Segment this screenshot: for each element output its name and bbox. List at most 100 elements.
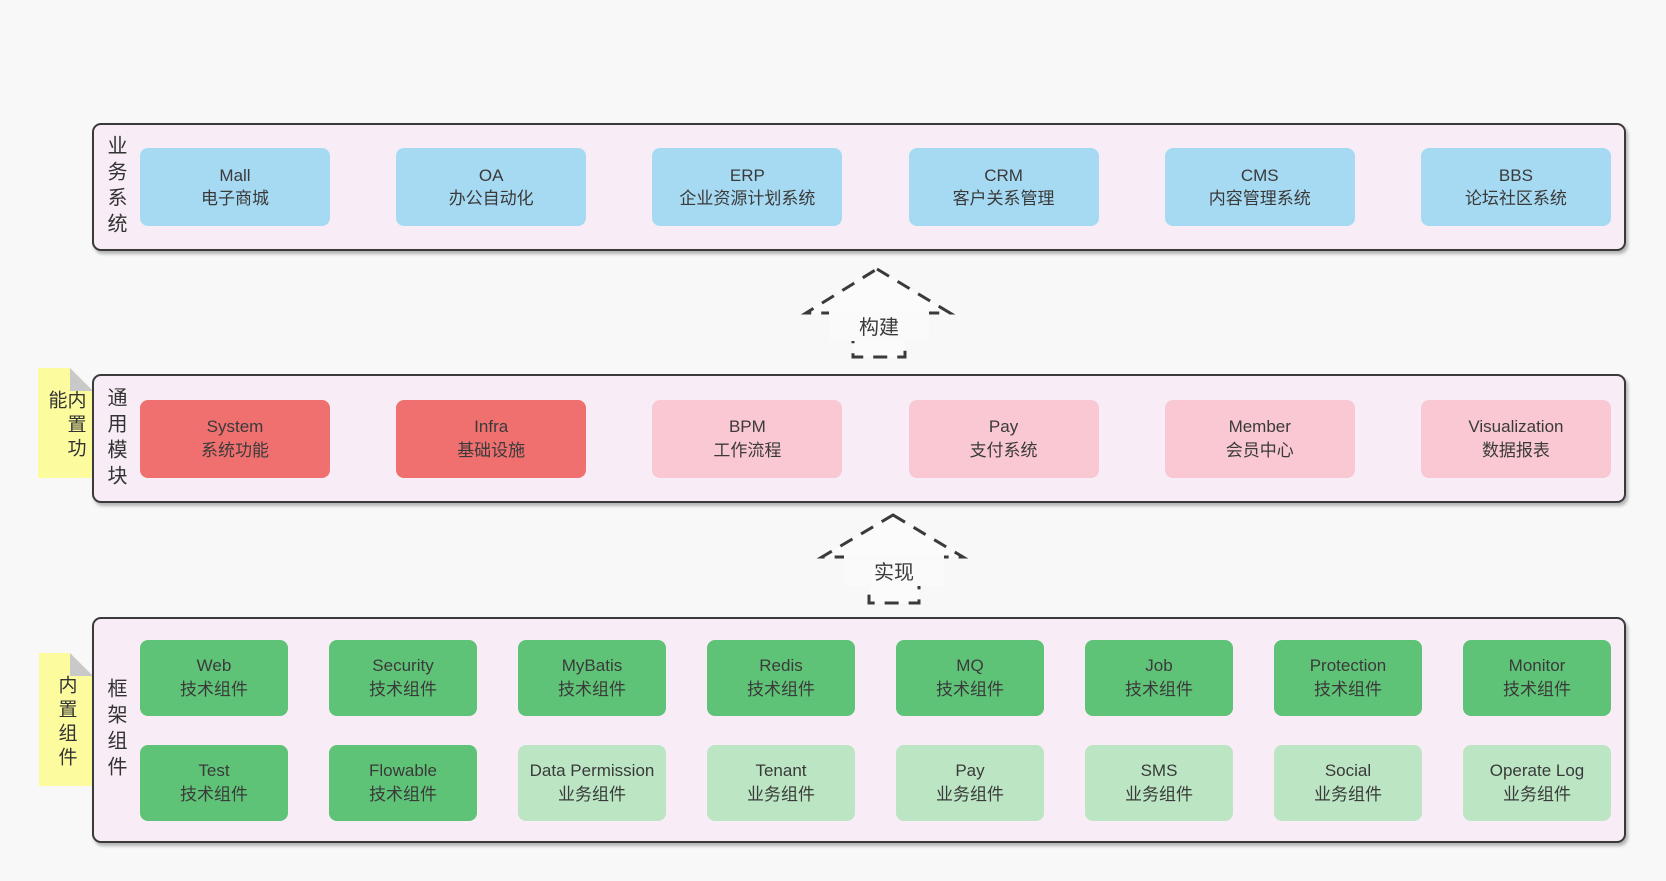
- box-sms-title: SMS: [1140, 761, 1178, 781]
- box-oa-title: OA: [478, 165, 504, 185]
- box-tenant: Tenant 业务组件: [707, 744, 855, 821]
- box-security-title: Security: [372, 656, 434, 676]
- box-member: Member 会员中心: [1164, 399, 1355, 478]
- implement-arrow: 实现: [815, 511, 971, 606]
- box-protection: Protection 技术组件: [1274, 639, 1422, 716]
- box-monitor-title: Monitor: [1508, 656, 1566, 676]
- box-protection-subtitle: 技术组件: [1314, 679, 1382, 699]
- box-social-subtitle: 业务组件: [1314, 784, 1382, 804]
- box-web-subtitle: 技术组件: [180, 679, 248, 699]
- box-mq-title: MQ: [956, 656, 984, 676]
- box-mq-subtitle: 技术组件: [936, 679, 1004, 699]
- box-mybatis-subtitle: 技术组件: [558, 679, 626, 699]
- box-pay-title: Pay: [988, 417, 1019, 437]
- box-security: Security 技术组件: [329, 639, 477, 716]
- box-operate-log: Operate Log 业务组件: [1463, 744, 1611, 821]
- box-cms: CMS 内容管理系统: [1164, 148, 1355, 226]
- build-arrow: 构建: [800, 266, 956, 361]
- box-oa-subtitle: 办公自动化: [448, 189, 534, 208]
- box-system-subtitle: 系统功能: [201, 440, 269, 460]
- box-pay-component-subtitle: 业务组件: [936, 784, 1004, 804]
- builtin-components-note-text: 内置组件: [55, 675, 77, 771]
- box-tenant-subtitle: 业务组件: [747, 784, 815, 804]
- box-redis-title: Redis: [759, 656, 803, 676]
- box-flowable-title: Flowable: [368, 761, 438, 781]
- box-erp-title: ERP: [729, 165, 765, 185]
- box-cms-title: CMS: [1240, 165, 1279, 185]
- box-pay-subtitle: 支付系统: [969, 440, 1038, 460]
- box-infra-title: Infra: [474, 417, 509, 437]
- framework-components-section: 框架组件 Web 技术组件 Security 技术组件 MyBatis 技术组件…: [92, 617, 1626, 843]
- box-test-subtitle: 技术组件: [180, 784, 248, 804]
- box-visualization-subtitle: 数据报表: [1481, 440, 1550, 460]
- note-fold-corner-icon: [70, 368, 93, 391]
- box-bbs-title: BBS: [1498, 165, 1533, 185]
- box-job-subtitle: 技术组件: [1125, 679, 1193, 699]
- box-member-title: Member: [1228, 417, 1291, 437]
- box-mall-subtitle: 电子商城: [201, 189, 269, 208]
- framework-components-label: 框架组件: [104, 678, 126, 782]
- box-protection-title: Protection: [1309, 656, 1387, 676]
- build-arrow-label: 构建: [829, 310, 929, 341]
- builtin-features-note: 内置功能: [38, 368, 93, 478]
- box-member-subtitle: 会员中心: [1225, 440, 1294, 460]
- box-security-subtitle: 技术组件: [369, 679, 437, 699]
- box-infra-subtitle: 基础设施: [457, 440, 526, 460]
- box-bpm: BPM 工作流程: [652, 399, 843, 478]
- box-flowable: Flowable 技术组件: [329, 744, 477, 821]
- common-modules-label: 通用模块: [104, 386, 126, 491]
- box-web: Web 技术组件: [140, 639, 288, 716]
- box-mq: MQ 技术组件: [896, 639, 1044, 716]
- box-redis: Redis 技术组件: [707, 639, 855, 716]
- box-test: Test 技术组件: [140, 744, 288, 821]
- box-erp-subtitle: 企业资源计划系统: [679, 189, 816, 208]
- framework-components-boxes: Web 技术组件 Security 技术组件 MyBatis 技术组件 Redi…: [140, 639, 1611, 821]
- box-monitor: Monitor 技术组件: [1463, 639, 1611, 716]
- common-modules-section: 通用模块 System 系统功能 Infra 基础设施 BPM 工作流程 Pay…: [92, 374, 1626, 503]
- box-social: Social 业务组件: [1274, 744, 1422, 821]
- common-modules-boxes: System 系统功能 Infra 基础设施 BPM 工作流程 Pay 支付系统…: [140, 399, 1611, 478]
- box-data-permission: Data Permission 业务组件: [518, 744, 666, 821]
- box-visualization-title: Visualization: [1468, 417, 1564, 437]
- business-systems-boxes: Mall 电子商城 OA 办公自动化 ERP 企业资源计划系统 CRM 客户关系…: [140, 148, 1611, 226]
- box-visualization: Visualization 数据报表: [1420, 399, 1611, 478]
- box-redis-subtitle: 技术组件: [747, 679, 815, 699]
- box-tenant-title: Tenant: [755, 761, 807, 781]
- box-crm: CRM 客户关系管理: [908, 148, 1099, 226]
- box-mall: Mall 电子商城: [140, 148, 330, 226]
- box-data-permission-subtitle: 业务组件: [558, 784, 626, 804]
- box-oa: OA 办公自动化: [396, 148, 587, 226]
- box-operate-log-title: Operate Log: [1489, 761, 1585, 781]
- box-mall-title: Mall: [219, 165, 251, 185]
- box-mybatis-title: MyBatis: [561, 656, 623, 676]
- framework-components-row-2: Test 技术组件 Flowable 技术组件 Data Permission …: [140, 744, 1611, 821]
- box-mybatis: MyBatis 技术组件: [518, 639, 666, 716]
- builtin-components-note: 内置组件: [39, 653, 93, 786]
- box-sms-subtitle: 业务组件: [1125, 784, 1193, 804]
- box-operate-log-subtitle: 业务组件: [1503, 784, 1571, 804]
- box-bpm-subtitle: 工作流程: [713, 440, 782, 460]
- business-systems-row: Mall 电子商城 OA 办公自动化 ERP 企业资源计划系统 CRM 客户关系…: [140, 148, 1611, 226]
- box-sms: SMS 业务组件: [1085, 744, 1233, 821]
- box-crm-title: CRM: [984, 165, 1023, 185]
- box-flowable-subtitle: 技术组件: [369, 784, 437, 804]
- box-pay-component-title: Pay: [955, 761, 985, 781]
- box-bbs: BBS 论坛社区系统: [1420, 148, 1611, 226]
- box-web-title: Web: [196, 656, 232, 676]
- box-pay: Pay 支付系统: [908, 399, 1099, 478]
- implement-arrow-label: 实现: [844, 555, 944, 586]
- box-pay-component: Pay 业务组件: [896, 744, 1044, 821]
- box-crm-subtitle: 客户关系管理: [952, 189, 1055, 208]
- box-infra: Infra 基础设施: [396, 399, 587, 478]
- business-systems-label: 业务系统: [104, 135, 126, 239]
- box-system: System 系统功能: [140, 399, 330, 478]
- box-social-title: Social: [1324, 761, 1372, 781]
- box-cms-subtitle: 内容管理系统: [1208, 189, 1311, 208]
- note-fold-corner-icon: [70, 653, 93, 676]
- box-job-title: Job: [1145, 656, 1173, 676]
- box-bbs-subtitle: 论坛社区系统: [1464, 189, 1567, 208]
- box-job: Job 技术组件: [1085, 639, 1233, 716]
- box-bpm-title: BPM: [728, 417, 766, 437]
- box-data-permission-title: Data Permission: [529, 761, 655, 781]
